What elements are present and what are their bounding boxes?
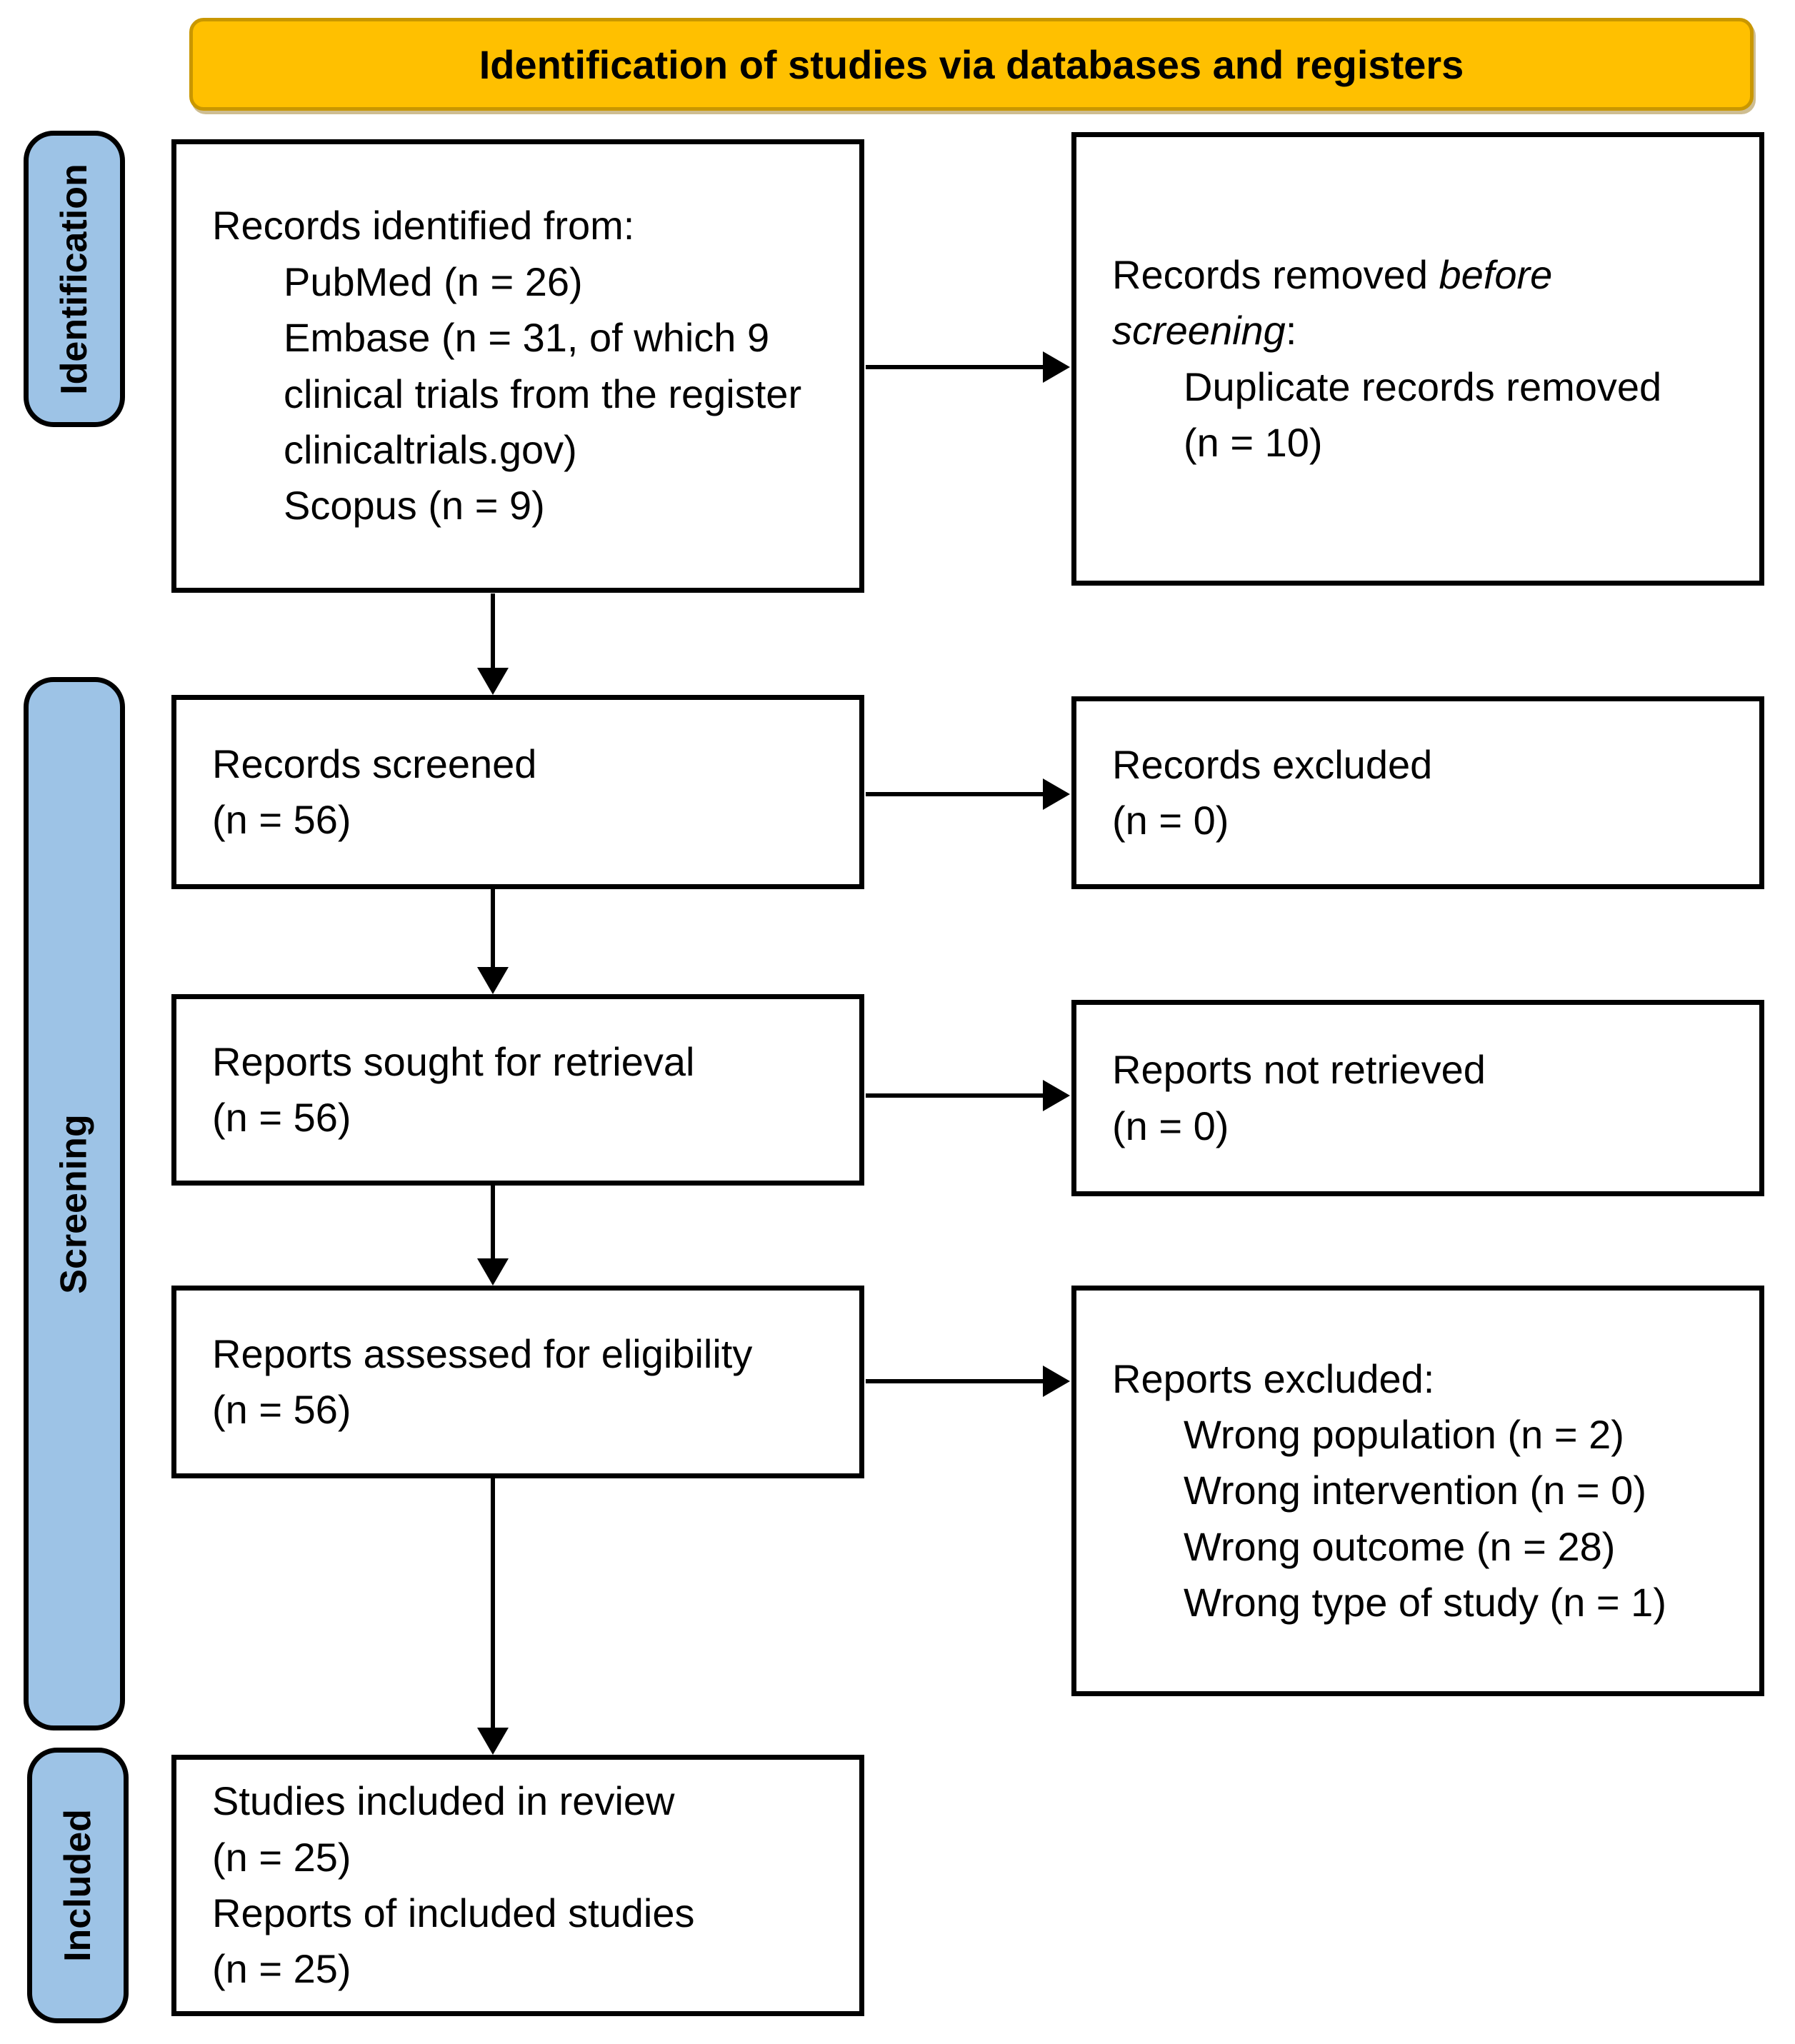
records-screened-line1: Records screened (212, 741, 537, 786)
records-excluded-line1: Records excluded (1112, 741, 1433, 787)
reports-included-line: Reports of included studies (212, 1890, 695, 1935)
records-removed-title-italic: before screening (1112, 251, 1553, 354)
arrow-head-down-icon (477, 668, 509, 695)
arrow-head-right-icon (1043, 1366, 1070, 1397)
arrow-head-right-icon (1043, 351, 1070, 383)
records-removed-title-prefix: Records removed (1112, 251, 1439, 297)
arrow-head-down-icon (477, 1258, 509, 1286)
box-records-removed-title: Records removed before screening: (1112, 247, 1674, 359)
reports-sought-count: (n = 56) (212, 1095, 351, 1140)
arrow-head-right-icon (1043, 1080, 1070, 1111)
reports-not-retrieved-line1: Reports not retrieved (1112, 1047, 1486, 1093)
banner-title: Identification of studies via databases … (189, 18, 1754, 111)
arrow-head-right-icon (1043, 778, 1070, 810)
stage-bar-screening: Screening (24, 677, 125, 1730)
arrow-shaft (491, 889, 495, 971)
box-records-removed: Records removed before screening: Duplic… (1071, 132, 1764, 586)
records-excluded-count: (n = 0) (1112, 798, 1229, 843)
box-records-screened: Records screened (n = 56) (171, 695, 864, 889)
box-studies-included: Studies included in review (n = 25) Repo… (171, 1755, 864, 2016)
reports-not-retrieved-count: (n = 0) (1112, 1103, 1229, 1148)
stage-bar-included: Included (27, 1748, 129, 2023)
arrow-shaft (491, 1186, 495, 1263)
reports-included-count: (n = 25) (212, 1946, 351, 1992)
arrow-assessed-to-reports-excluded (866, 1366, 1070, 1397)
duplicate-records-removed: Duplicate records removed (n = 10) (1184, 364, 1662, 465)
arrow-shaft (866, 1379, 1047, 1383)
arrow-screened-to-sought (477, 889, 509, 994)
stage-label-included: Included (57, 1809, 99, 1962)
arrow-shaft (866, 792, 1047, 796)
stage-label-screening: Screening (54, 1113, 96, 1294)
box-records-excluded: Records excluded (n = 0) (1071, 696, 1764, 889)
reports-assessed-count: (n = 56) (212, 1387, 351, 1432)
arrow-shaft (491, 593, 495, 672)
excluded-reason-study-type: Wrong type of study (n = 1) (1184, 1580, 1666, 1625)
reports-excluded-title: Reports excluded: (1112, 1356, 1435, 1401)
stage-label-identification: Identification (54, 163, 95, 395)
arrow-sought-to-not-retrieved (866, 1080, 1070, 1111)
excluded-reason-population: Wrong population (n = 2) (1184, 1411, 1624, 1457)
box-reports-excluded: Reports excluded: Wrong population (n = … (1071, 1286, 1764, 1696)
records-removed-title-suffix: : (1285, 308, 1297, 354)
box-records-identified-title: Records identified from: (212, 203, 635, 249)
arrow-shaft (866, 1093, 1047, 1098)
excluded-reason-intervention: Wrong intervention (n = 0) (1184, 1468, 1646, 1513)
reports-assessed-line1: Reports assessed for eligibility (212, 1331, 753, 1376)
box-records-identified: Records identified from: PubMed (n = 26)… (171, 139, 864, 593)
reports-sought-line1: Reports sought for retrieval (212, 1038, 695, 1084)
arrow-identified-to-screened (477, 593, 509, 695)
arrow-head-down-icon (477, 1728, 509, 1755)
arrow-head-down-icon (477, 967, 509, 994)
records-source-embase: Embase (n = 31, of which 9 clinical tria… (284, 315, 802, 472)
box-reports-assessed: Reports assessed for eligibility (n = 56… (171, 1286, 864, 1478)
arrow-assessed-to-included (477, 1478, 509, 1755)
records-screened-count: (n = 56) (212, 797, 351, 842)
records-source-pubmed: PubMed (n = 26) (284, 259, 583, 304)
box-reports-sought: Reports sought for retrieval (n = 56) (171, 994, 864, 1186)
box-reports-not-retrieved: Reports not retrieved (n = 0) (1071, 1000, 1764, 1196)
stage-bar-identification: Identification (24, 131, 125, 427)
studies-included-count: (n = 25) (212, 1834, 351, 1880)
arrow-shaft (866, 365, 1047, 369)
arrow-shaft (491, 1478, 495, 1732)
excluded-reason-outcome: Wrong outcome (n = 28) (1184, 1523, 1616, 1569)
arrow-sought-to-assessed (477, 1186, 509, 1286)
studies-included-line1: Studies included in review (212, 1778, 675, 1824)
arrow-identified-to-removed (866, 351, 1070, 383)
records-source-scopus: Scopus (n = 9) (284, 483, 545, 528)
arrow-screened-to-excluded (866, 778, 1070, 810)
